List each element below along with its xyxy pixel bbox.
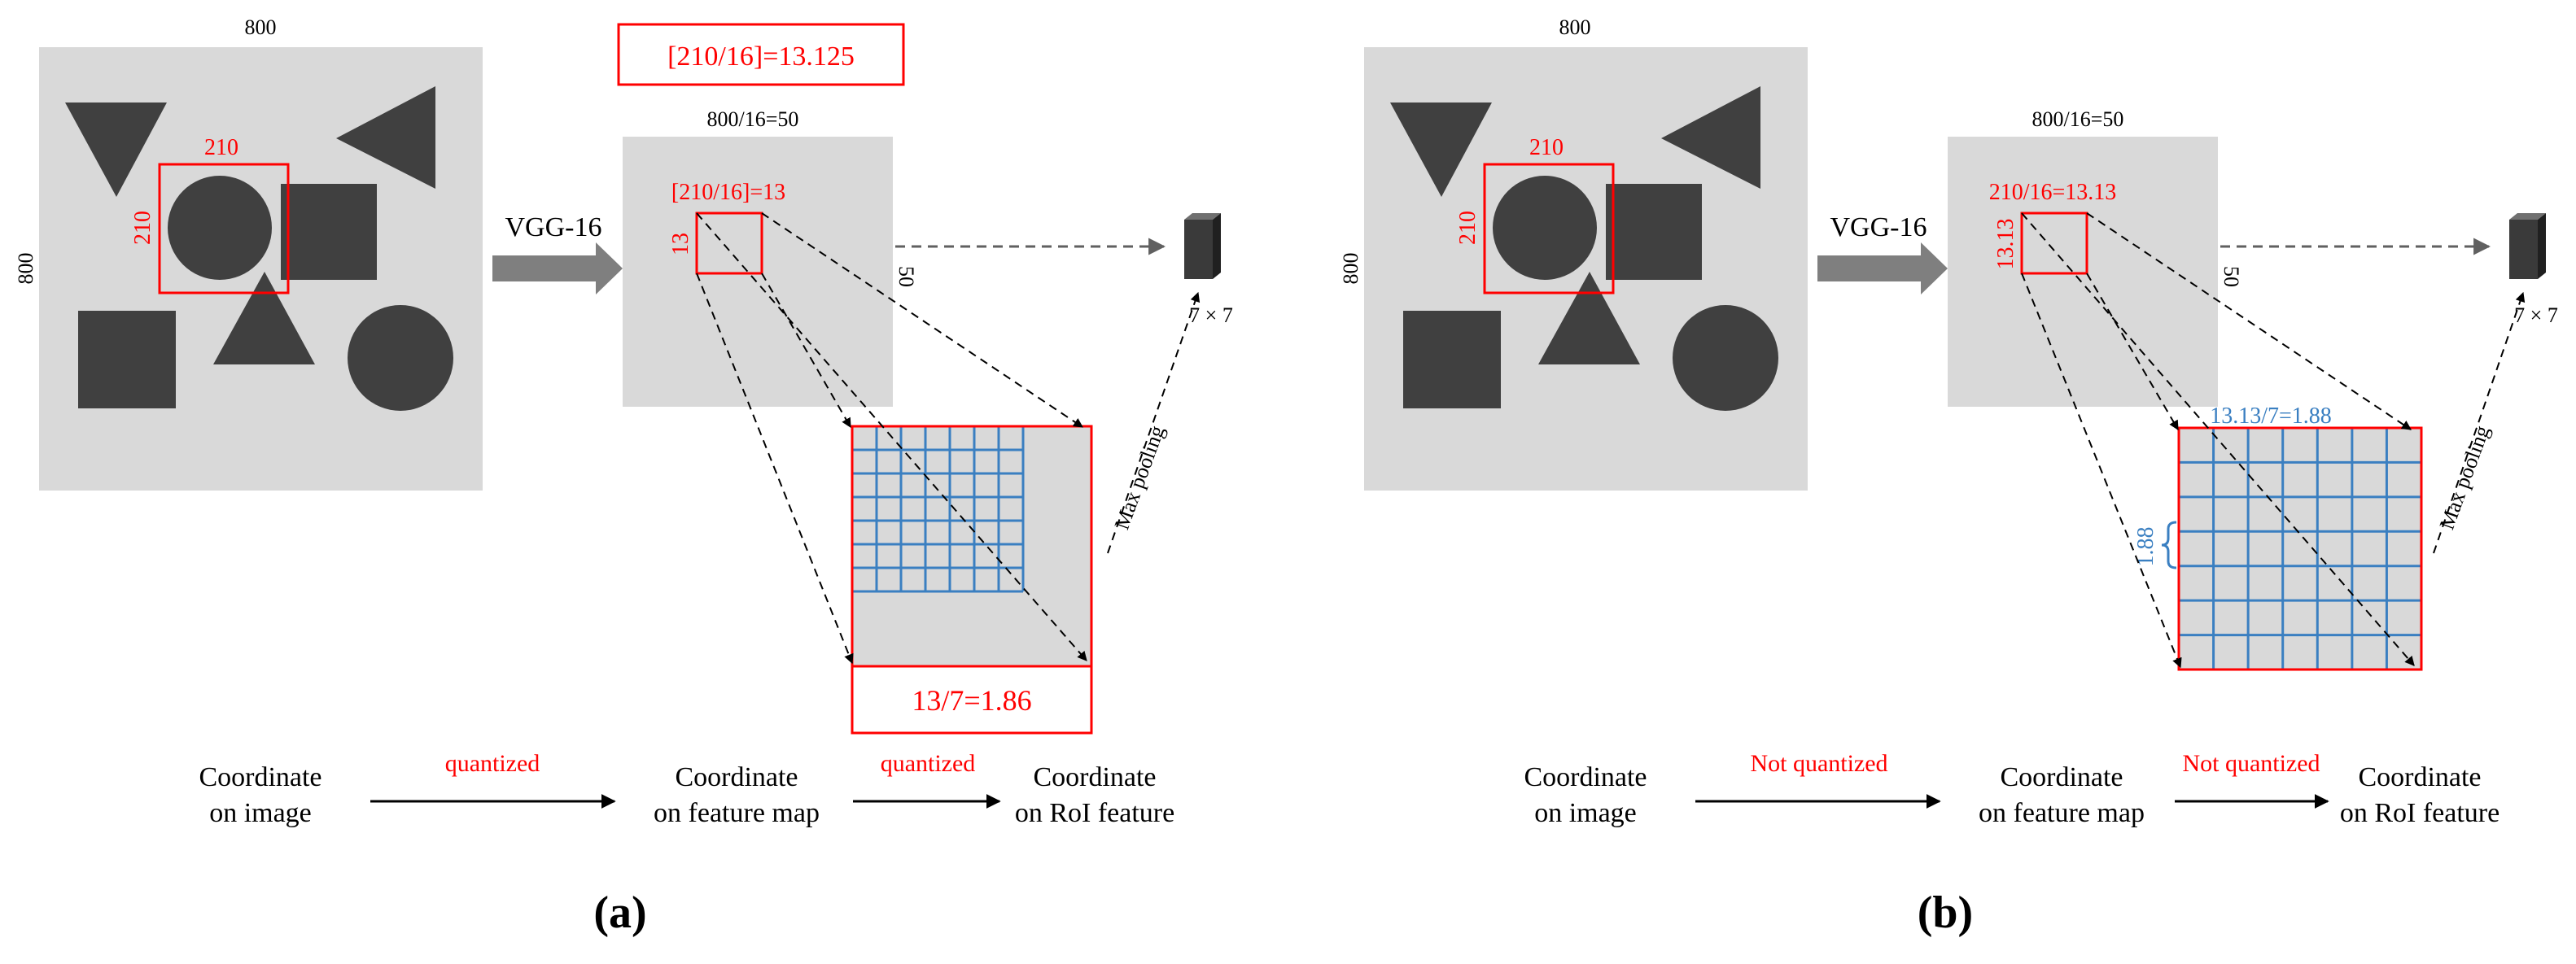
circle-shape [168,176,272,280]
roi-feature-region [2179,428,2421,670]
panel-a: 800 800 210 210 [210/16]=13.125 VGG-16 8… [14,15,1233,938]
feature-roi-formula: 210/16=13.13 [1989,180,2117,205]
flow-step2-line1: Coordinate [2000,762,2123,792]
backbone-label: VGG-16 [505,212,602,242]
image-width-label: 800 [1559,15,1591,39]
image-height-label: 800 [14,253,37,285]
triangle-down-shape [1390,103,1492,197]
triangle-up-shape [1538,272,1640,364]
square-shape-2 [78,311,176,408]
feature-roi-box [695,212,763,275]
circle-shape [1493,176,1597,280]
flow-step3-line1: Coordinate [2358,762,2481,792]
roi-box [158,163,290,294]
pooling-label: Max pooling [1110,422,1170,532]
roi-height-label: 210 [1455,211,1480,245]
flow-step1-line1: Coordinate [199,762,321,792]
feature-map-height-label: 50 [2220,266,2243,287]
roi-width-label: 210 [204,135,238,160]
backbone-label: VGG-16 [1830,212,1927,242]
roi-feature-region [852,426,1091,666]
panel-a-caption: (a) [593,888,646,938]
flow-step1-line2: on image [209,798,312,828]
output-size-label: 7 × 7 [2514,303,2558,327]
backbone-arrow [492,242,623,294]
input-image-a [39,47,483,491]
flow-arrow2-label: Not quantized [2182,750,2320,777]
flow-arrow1-label: Not quantized [1750,750,1887,777]
flow-step1-line2: on image [1534,798,1637,828]
image-height-label: 800 [1339,253,1362,285]
feature-roi-side: 13 [668,233,693,255]
top-formula-box [617,23,905,86]
projection-lines-b [2021,212,2526,669]
output-cube-icon [1184,213,1221,279]
backbone-arrow [1817,242,1948,294]
flow-step3-line2: on RoI feature [2340,798,2499,828]
projection-lines-a [696,212,1201,665]
square-shape-2 [1403,311,1501,408]
roi-height-label: 210 [130,211,155,245]
bin-formula-box [851,665,1093,735]
triangle-left-shape [1661,86,1760,189]
feature-roi-side: 13.13 [1993,219,2018,270]
output-size-label: 7 × 7 [1189,303,1233,327]
triangle-left-shape [336,86,435,189]
roi-box [1483,163,1615,294]
flow-b: Coordinate on image Not quantized Coordi… [1524,750,2499,828]
image-width-label: 800 [245,15,277,39]
flow-step1-line1: Coordinate [1524,762,1647,792]
flow-arrow1-label: quantized [445,750,540,777]
feature-roi-formula: [210/16]=13 [671,180,785,205]
flow-arrow2-label: quantized [881,750,976,777]
square-shape [1606,184,1702,280]
output-cube-icon [2509,213,2546,279]
feature-map [1948,137,2218,407]
flow-step2-line2: on feature map [1979,798,2145,828]
top-formula: [210/16]=13.125 [667,41,855,72]
feature-roi-box [2020,212,2088,275]
flow-step2-line2: on feature map [654,798,820,828]
triangle-up-shape [213,272,315,364]
roi-width-label: 210 [1529,135,1564,160]
bin-formula: 13/7=1.86 [912,684,1031,717]
bin-brace [2161,521,2177,569]
square-shape [281,184,377,280]
flow-step2-line1: Coordinate [675,762,798,792]
feature-map-height-label: 50 [894,266,918,287]
flow-step3-line2: on RoI feature [1015,798,1174,828]
circle-shape-2 [1673,305,1778,411]
input-image-b [1364,47,1808,491]
flow-step3-line1: Coordinate [1033,762,1156,792]
bin-formula: 13.13/7=1.88 [2210,403,2332,429]
flow-a: Coordinate on image quantized Coordinate… [199,750,1174,828]
pooling-label: Max pooling [2435,422,2495,532]
feature-map [623,137,893,407]
triangle-down-shape [65,103,167,197]
feature-map-size-label: 800/16=50 [2032,107,2124,131]
roi-feature-box [2177,426,2423,671]
circle-shape-2 [348,305,453,411]
panel-b: 800 800 210 210 VGG-16 800/16=50 50 210/… [1339,15,2558,938]
feature-map-size-label: 800/16=50 [707,107,799,131]
panel-b-caption: (b) [1918,888,1973,938]
